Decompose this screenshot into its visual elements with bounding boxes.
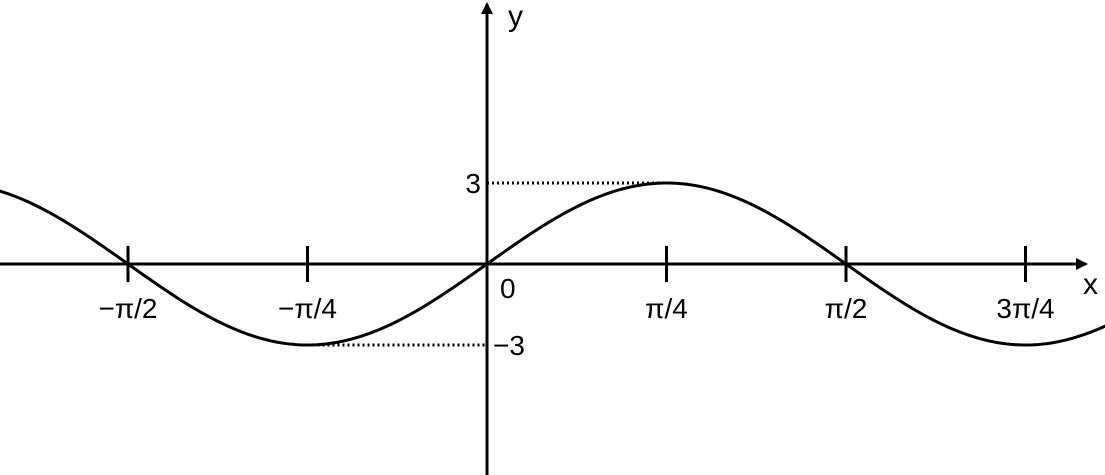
y-marks: 3 −3 bbox=[307, 168, 667, 361]
x-tick-label: 3π/4 bbox=[996, 293, 1054, 324]
x-axis-title: x bbox=[1083, 268, 1098, 301]
series-curve bbox=[0, 181, 1105, 347]
x-ticks: −3π/4−π/2−π/4π/4π/23π/4π bbox=[98, 246, 1055, 324]
x-tick-label: −π/2 bbox=[98, 293, 157, 324]
y-mark-label: 3 bbox=[465, 168, 481, 199]
y-mark-label: −3 bbox=[493, 330, 525, 361]
x-tick-label: π/4 bbox=[645, 293, 688, 324]
x-tick-label: −π/4 bbox=[278, 293, 337, 324]
y-axis-title: y bbox=[508, 0, 523, 33]
origin-label: 0 bbox=[500, 273, 516, 304]
x-tick-label: π/2 bbox=[825, 293, 868, 324]
